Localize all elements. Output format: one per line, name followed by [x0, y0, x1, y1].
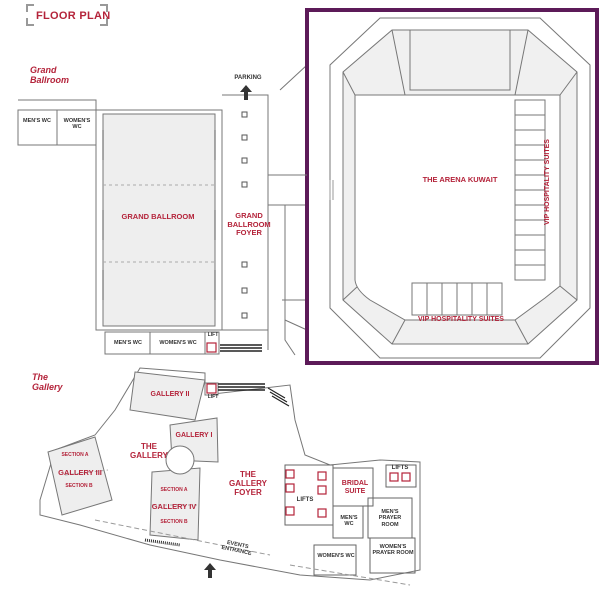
- section-b-right-label: SECTION B: [160, 519, 188, 525]
- mens-wc-top-label: MEN'S WC: [23, 118, 51, 124]
- mens-wc-gallery-label: MEN'S WC: [340, 515, 358, 528]
- womens-wc-top-label: WOMEN'S WC: [63, 118, 91, 131]
- arena-block: [279, 8, 599, 365]
- grand-ballroom-block: [17, 85, 307, 356]
- arena-highlight-frame[interactable]: [305, 8, 599, 365]
- entrance-arrow-icon: [204, 563, 216, 578]
- gallery-iv-label: GALLERY IV: [151, 502, 197, 511]
- vip-suite-boxes-right: [514, 99, 546, 281]
- mens-wc-bottom-label: MEN'S WC: [114, 340, 142, 346]
- vip-bottom-label: VIP HOSPITALITY SUITES: [418, 316, 504, 323]
- gallery-ii-room[interactable]: [129, 371, 206, 421]
- grand-ballroom-label: GRAND BALLROOM: [121, 212, 195, 221]
- lifts-right-label: LIFTS: [391, 465, 409, 471]
- section-b-left-label: SECTION B: [65, 483, 93, 489]
- parking-arrow-icon: [240, 85, 252, 100]
- lift-gallery-label: LIFT: [207, 394, 219, 400]
- page-title: FLOOR PLAN: [36, 10, 111, 22]
- mens-prayer-label: MEN'S PRAYER ROOM: [378, 509, 402, 528]
- gallery-ii-label: GALLERY II: [150, 391, 190, 398]
- title-bracket-icon: [26, 4, 108, 26]
- section-a-left-label: SECTION A: [61, 452, 89, 458]
- gallery-block: [39, 367, 421, 586]
- floor-plan-title: FLOOR PLAN: [26, 4, 111, 26]
- parking-label: PARKING: [234, 75, 262, 81]
- vip-right-label: VIP HOSPITALITY SUITES: [543, 139, 551, 226]
- womens-wc-gallery-label: WOMEN'S WC: [317, 553, 355, 559]
- womens-wc-bottom-label: WOMEN'S WC: [159, 340, 197, 346]
- arena-label: THE ARENA KUWAIT: [422, 175, 498, 184]
- section-a-right-label: SECTION A: [160, 487, 188, 493]
- gallery-i-label: GALLERY I: [175, 432, 213, 439]
- section-grand-ballroom-label: Grand Ballroom: [30, 65, 70, 86]
- gallery-iii-room[interactable]: [47, 436, 113, 516]
- section-gallery-label: The Gallery: [32, 372, 63, 393]
- gallery-foyer-label: THE GALLERY FOYER: [229, 470, 267, 498]
- gallery-iii-label: GALLERY III: [58, 468, 102, 477]
- bridal-suite-label: BRIDAL SUITE: [341, 480, 369, 496]
- lifts-foyer-label: LIFTS: [296, 497, 314, 503]
- grand-ballroom-foyer-label: GRAND BALLROOM FOYER: [227, 211, 271, 238]
- womens-prayer-label: WOMEN'S PRAYER ROOM: [372, 544, 414, 557]
- vip-suite-boxes-bottom: [411, 282, 503, 316]
- the-gallery-label: THE GALLERY: [130, 442, 168, 461]
- lift-ballroom-label: LIFT: [207, 332, 219, 338]
